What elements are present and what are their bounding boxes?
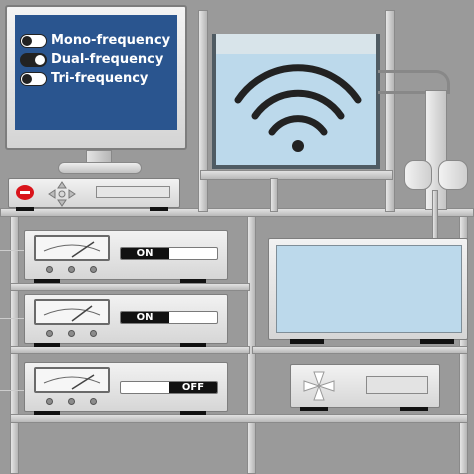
unit-foot bbox=[180, 279, 206, 283]
fan-icon bbox=[303, 371, 335, 401]
display-foot bbox=[290, 339, 324, 344]
meter-needle-2 bbox=[43, 305, 101, 322]
rack-middle-post bbox=[247, 212, 256, 474]
analog-meter-3 bbox=[34, 367, 110, 393]
signal-arc-mid bbox=[251, 89, 345, 120]
cooling-unit-panel bbox=[366, 376, 428, 394]
transducer-left bbox=[404, 160, 432, 190]
display-foot bbox=[420, 339, 454, 344]
unit-foot bbox=[180, 343, 206, 347]
power-switch-2[interactable]: ON bbox=[120, 311, 218, 324]
knob[interactable] bbox=[46, 398, 53, 405]
cable-down bbox=[432, 190, 438, 240]
signal-dot bbox=[292, 140, 304, 152]
meter-needle-3 bbox=[43, 374, 101, 390]
option-label-mono-frequency: Mono-frequency bbox=[51, 33, 171, 48]
toggle-knob bbox=[22, 73, 32, 84]
knob[interactable] bbox=[68, 266, 75, 273]
knob[interactable] bbox=[46, 266, 53, 273]
unit-foot bbox=[34, 411, 60, 415]
knob[interactable] bbox=[46, 330, 53, 337]
knob[interactable] bbox=[68, 398, 75, 405]
knob[interactable] bbox=[90, 266, 97, 273]
option-tri-frequency[interactable]: Tri-frequency bbox=[20, 71, 148, 86]
power-switch-3[interactable]: OFF bbox=[120, 381, 218, 394]
rack-left-post bbox=[10, 212, 19, 474]
cable-left-2 bbox=[0, 318, 24, 319]
monitor-screen: Mono-frequency Dual-frequency Tri-freque… bbox=[15, 15, 177, 130]
meter-needle-1 bbox=[43, 241, 101, 258]
tank-right-post bbox=[385, 10, 395, 212]
cable-left-1 bbox=[0, 250, 24, 251]
toggle-tri-frequency[interactable] bbox=[20, 71, 47, 86]
console-foot bbox=[16, 207, 34, 211]
power-switch-label-2: ON bbox=[121, 312, 169, 323]
rack-top-shelf bbox=[0, 208, 474, 217]
rack-shelf-right bbox=[252, 346, 468, 354]
transducer-right bbox=[438, 160, 468, 190]
unit-foot bbox=[34, 343, 60, 347]
dpad-icon[interactable] bbox=[48, 181, 76, 207]
wireless-signal-icon bbox=[234, 64, 362, 152]
knob[interactable] bbox=[68, 330, 75, 337]
tank-left-post bbox=[198, 10, 208, 212]
brand-logo-icon bbox=[16, 185, 34, 200]
monitor-base bbox=[58, 162, 142, 174]
option-label-dual-frequency: Dual-frequency bbox=[51, 52, 164, 67]
console-drive-slot bbox=[96, 186, 170, 198]
cooling-foot bbox=[400, 407, 428, 411]
display-screen bbox=[276, 245, 462, 333]
option-mono-frequency[interactable]: Mono-frequency bbox=[20, 33, 170, 48]
power-switch-label-1: ON bbox=[121, 248, 169, 259]
knob[interactable] bbox=[90, 330, 97, 337]
pipe-horizontal bbox=[378, 70, 450, 94]
signal-arc-outer bbox=[234, 64, 362, 104]
analog-meter-1 bbox=[34, 235, 110, 261]
cable-left-3 bbox=[0, 390, 24, 391]
rack-shelf-1 bbox=[10, 283, 250, 291]
knob[interactable] bbox=[90, 398, 97, 405]
unit-foot bbox=[180, 411, 206, 415]
analog-meter-2 bbox=[34, 299, 110, 325]
unit-foot bbox=[34, 279, 60, 283]
tank-frame-stub bbox=[270, 178, 278, 212]
toggle-mono-frequency[interactable] bbox=[20, 33, 47, 48]
console-foot bbox=[150, 207, 168, 211]
toggle-knob bbox=[22, 35, 32, 46]
power-switch-label-3: OFF bbox=[169, 382, 217, 393]
rack-shelf-2 bbox=[10, 346, 250, 354]
cooling-foot bbox=[300, 407, 328, 411]
rack-bottom-shelf bbox=[10, 414, 468, 423]
power-switch-1[interactable]: ON bbox=[120, 247, 218, 260]
signal-arc-inner bbox=[268, 115, 328, 136]
toggle-dual-frequency[interactable] bbox=[20, 52, 47, 67]
option-dual-frequency[interactable]: Dual-frequency bbox=[20, 52, 163, 67]
tank-frame-rail bbox=[200, 170, 393, 180]
toggle-knob bbox=[35, 54, 45, 65]
option-label-tri-frequency: Tri-frequency bbox=[51, 71, 149, 86]
